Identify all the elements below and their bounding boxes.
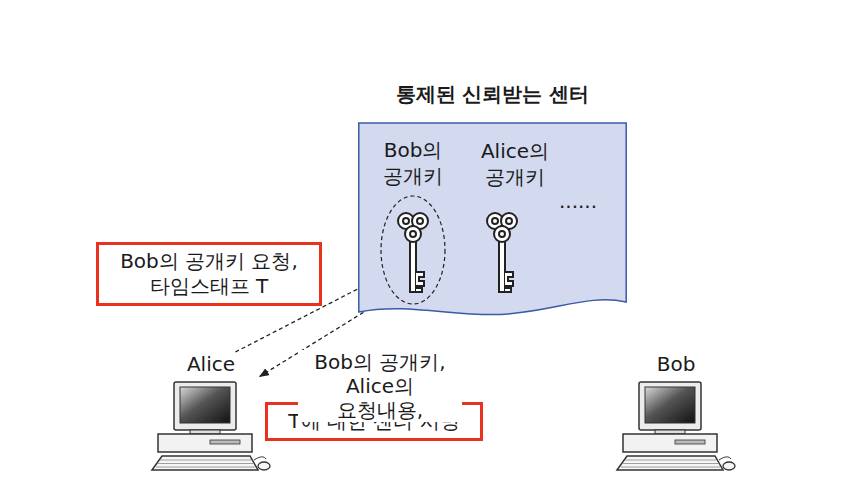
- center-title: 통제된 신뢰받는 센터: [358, 80, 627, 108]
- key-label: Bob의 공개키: [368, 137, 458, 189]
- computer-icon: [150, 380, 272, 474]
- key-label: Alice의 공개키: [470, 138, 560, 190]
- computer: Bob: [615, 352, 737, 474]
- computer-icon: [615, 380, 737, 474]
- trusted-center: 통제된 신뢰받는 센터Bob의 공개키Alice의 공개키......: [358, 80, 627, 325]
- highlight-text: Bob의 공개키 요청, 타임스태프 T: [109, 249, 309, 299]
- ellipsis: ......: [554, 188, 602, 214]
- public-key-group: Bob의 공개키: [380, 195, 446, 305]
- key-icon: [398, 213, 428, 292]
- request-box: Bob의 공개키 요청, 타임스태프 T: [96, 242, 322, 306]
- computer-label: Alice: [150, 352, 272, 377]
- computer-label: Bob: [615, 352, 737, 377]
- dashed-ellipse: [380, 195, 446, 305]
- computer: Alice: [150, 352, 272, 474]
- key-icon: [487, 213, 517, 292]
- edge-label: Bob의 공개키, Alice의 요청내용,: [298, 350, 462, 422]
